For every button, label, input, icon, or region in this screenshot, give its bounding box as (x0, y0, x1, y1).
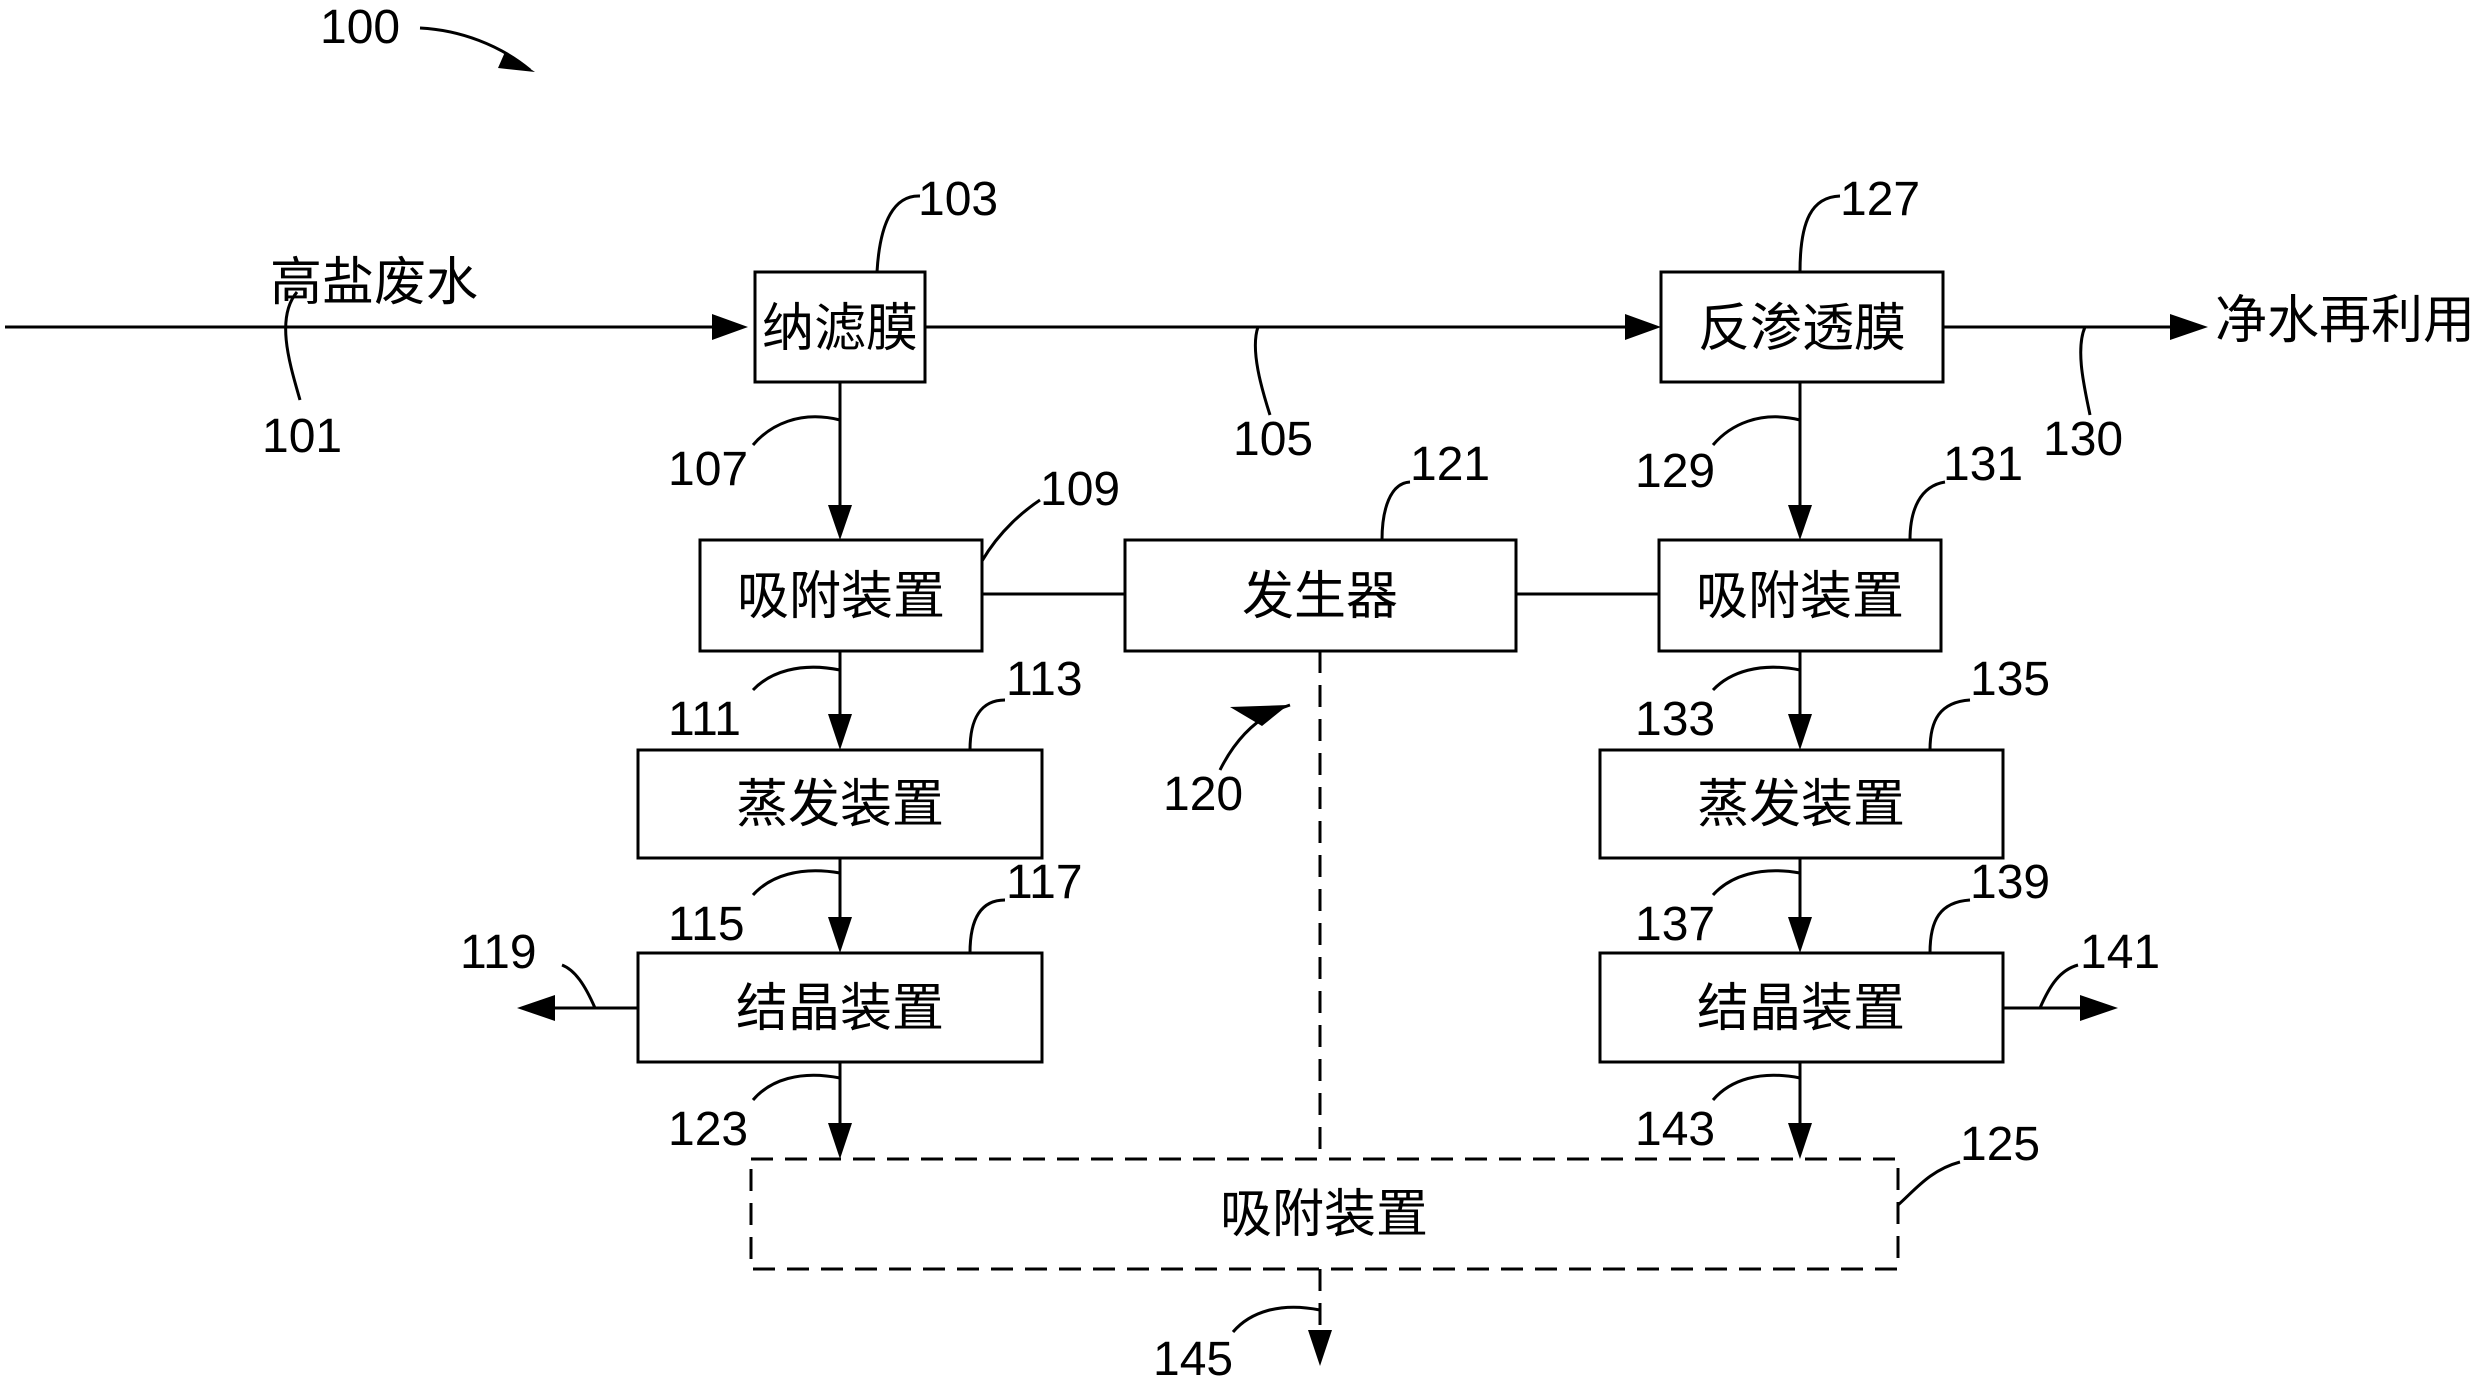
ref-137: 137 (1635, 898, 1715, 951)
evaporation-left-label: 蒸发装置 (736, 775, 944, 835)
leader-145 (1231, 1305, 1321, 1333)
arrowhead (1788, 1123, 1812, 1159)
crystallization-right-label: 结晶装置 (1697, 979, 1905, 1039)
ref-109: 109 (1040, 463, 1120, 516)
arrowhead (828, 505, 852, 540)
ref-145: 145 (1153, 1333, 1233, 1382)
box-crystallization-right (1598, 951, 2005, 1064)
ref-105: 105 (1233, 413, 1313, 466)
leader-119 (561, 963, 597, 1009)
adsorption-left-label: 吸附装置 (737, 567, 945, 627)
ref-141: 141 (2080, 926, 2160, 979)
leader-141 (2038, 963, 2079, 1009)
ref-100: 100 (320, 1, 400, 54)
ref-119: 119 (460, 926, 537, 979)
input-label: 高盐废水 (270, 253, 478, 313)
ref-111: 111 (668, 693, 741, 746)
box-adsorption-bottom (749, 1157, 1900, 1271)
box-evaporation-right (1598, 748, 2005, 860)
ref-107: 107 (668, 443, 748, 496)
generator-label: 发生器 (1242, 567, 1398, 627)
nanofiltration-label: 纳滤膜 (762, 299, 918, 359)
ref-123: 123 (668, 1103, 748, 1156)
ref-113: 113 (1006, 653, 1083, 706)
leader-115 (751, 869, 841, 897)
leader-121 (1380, 480, 1411, 541)
arrowhead (498, 52, 535, 72)
leader-130 (2079, 326, 2092, 416)
ref-129: 129 (1635, 445, 1715, 498)
ref-143: 143 (1635, 1103, 1715, 1156)
arrowhead (2170, 314, 2208, 340)
ref-103: 103 (918, 173, 998, 226)
box-reverse-osmosis (1659, 270, 1945, 384)
leader-135 (1928, 698, 1971, 751)
arrowhead (2080, 995, 2118, 1021)
crystallization-left-label: 结晶装置 (736, 979, 944, 1039)
leader-125 (1897, 1160, 1961, 1207)
box-crystallization-left (636, 951, 1044, 1064)
evaporation-right-label: 蒸发装置 (1697, 775, 1905, 835)
leader-137 (1711, 869, 1801, 897)
arrowhead (828, 1123, 852, 1159)
leader-105 (1253, 326, 1272, 416)
ref-130: 130 (2043, 413, 2123, 466)
leader-131 (1908, 480, 1946, 541)
ref-131: 131 (1943, 438, 2023, 491)
ref-120: 120 (1163, 768, 1243, 821)
arrowhead (1230, 705, 1288, 726)
leader-139 (1928, 898, 1971, 954)
leader-133 (1711, 665, 1801, 692)
box-generator (1123, 538, 1518, 653)
ref-135: 135 (1970, 653, 2050, 706)
box-nanofiltration (753, 270, 927, 384)
leader-117 (968, 898, 1006, 954)
box-adsorption-left (698, 538, 984, 653)
leader-143 (1711, 1073, 1801, 1101)
leader-103 (875, 194, 921, 273)
output-label: 净水再利用 (2215, 291, 2475, 351)
leader-127 (1798, 194, 1841, 273)
leader-113 (968, 698, 1006, 751)
ref-117: 117 (1006, 856, 1083, 909)
arrowhead (828, 917, 852, 953)
ref-125: 125 (1960, 1118, 2040, 1171)
arrowhead (1788, 917, 1812, 953)
leader-101 (284, 291, 302, 401)
arrowhead (712, 314, 748, 340)
arrowhead (1788, 505, 1812, 540)
ref-127: 127 (1840, 173, 1920, 226)
arrowhead (1308, 1330, 1332, 1366)
ref-101: 101 (262, 410, 342, 463)
leader-123 (751, 1073, 841, 1101)
ref-139: 139 (1970, 856, 2050, 909)
arrowhead (1625, 314, 1661, 340)
box-evaporation-left (636, 748, 1044, 860)
leader-107 (751, 415, 841, 446)
leader-129 (1711, 415, 1801, 446)
arrowhead (828, 714, 852, 750)
leader-111 (751, 665, 841, 692)
reverse-osmosis-label: 反渗透膜 (1698, 299, 1906, 359)
leader-109 (980, 498, 1041, 562)
ref-115: 115 (668, 898, 745, 951)
arrowhead (517, 995, 555, 1021)
adsorption-bottom-label: 吸附装置 (1220, 1185, 1428, 1245)
box-adsorption-right (1657, 538, 1943, 653)
arrowhead (1788, 714, 1812, 750)
ref-133: 133 (1635, 693, 1715, 746)
ref-121: 121 (1410, 438, 1490, 491)
adsorption-right-label: 吸附装置 (1696, 567, 1904, 627)
